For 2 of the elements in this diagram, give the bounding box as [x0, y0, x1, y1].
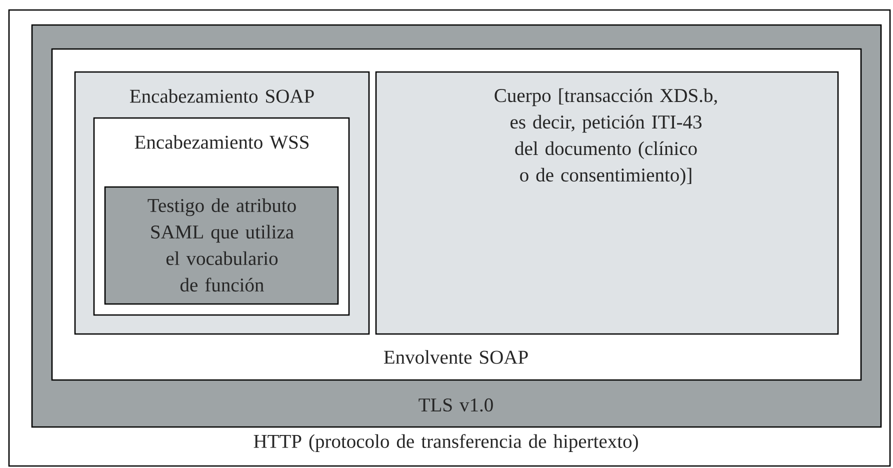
saml-token-box: Testigo de atributo SAML que utiliza el vocabulario de función [104, 186, 339, 305]
soap-body-box: Cuerpo [transacción XDS.b, es decir, petición ITI-43 del documento (clínico o de consentimiento)] [375, 71, 839, 335]
